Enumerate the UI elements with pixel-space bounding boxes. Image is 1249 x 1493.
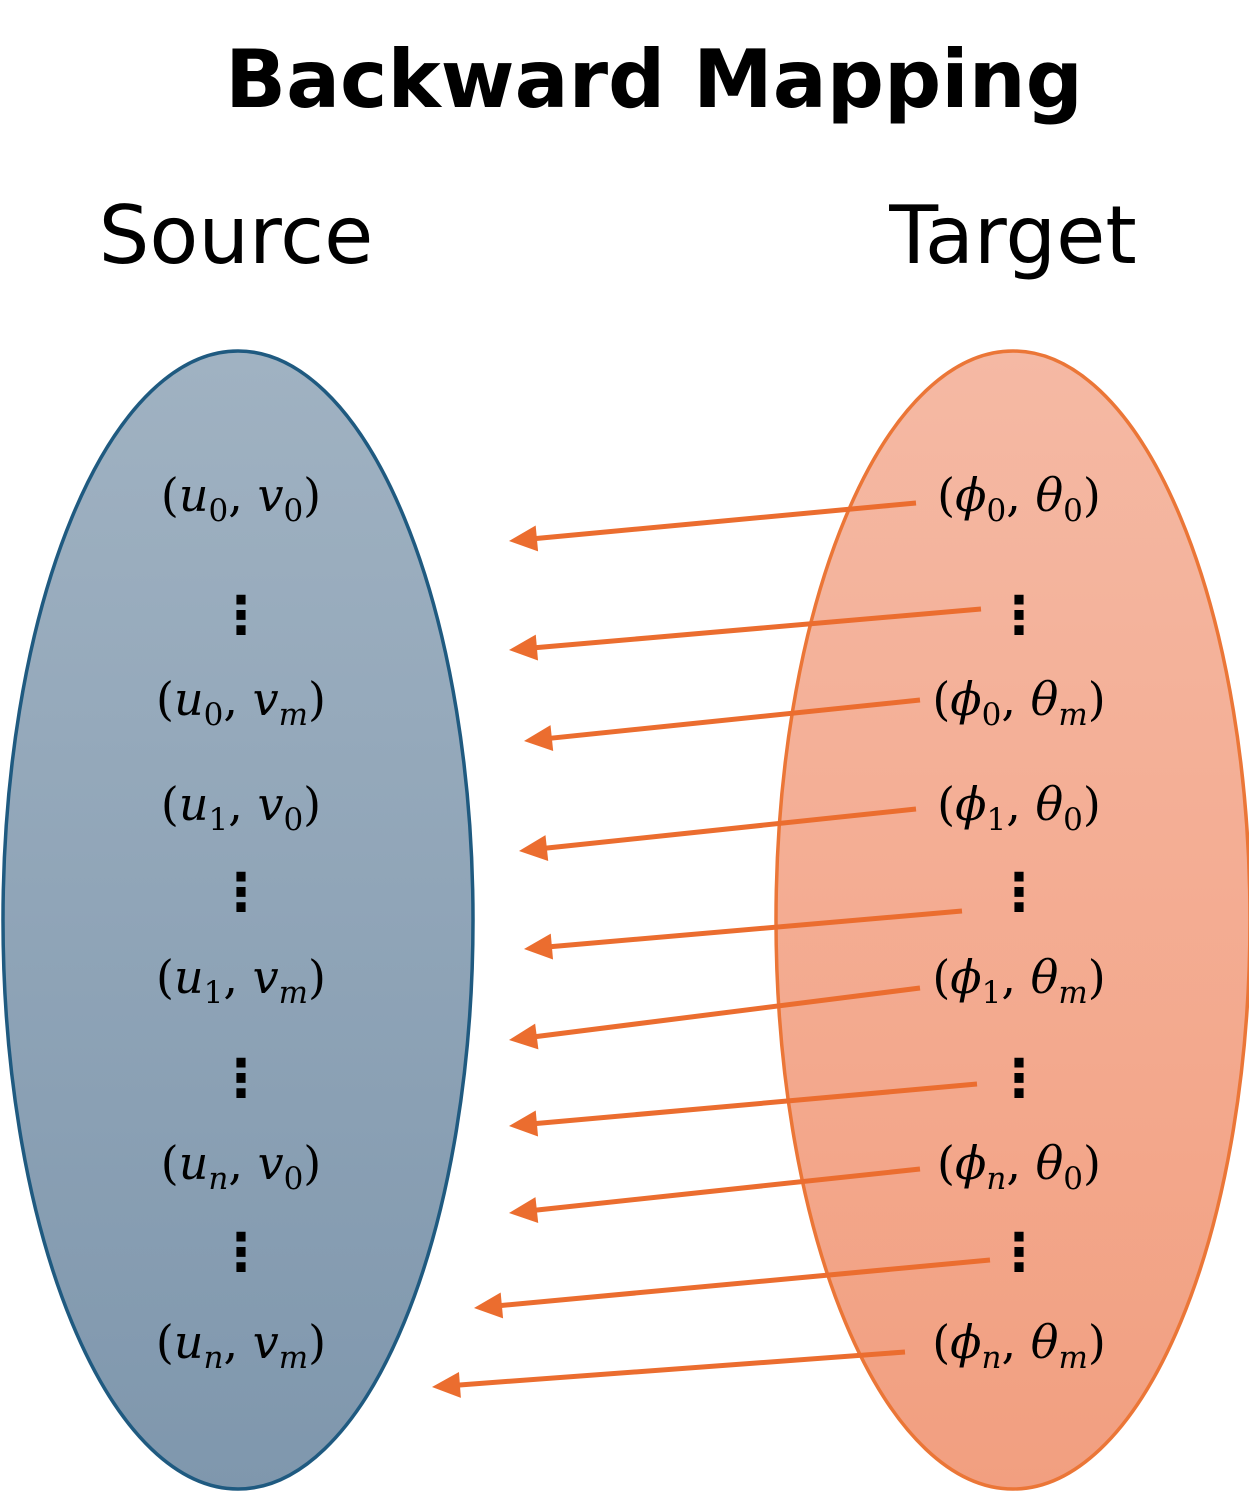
source-coordinate-9: (un, vm)	[156, 1315, 326, 1376]
source-items: (u0, v0) ⋮ (u0, vm) (u1, v0) ⋮ (u1, vm) ⋮ (un, …	[156, 468, 326, 1376]
source-coordinate-7: (un, v0)	[161, 1136, 322, 1197]
mapping-arrow-head-7	[509, 1197, 539, 1223]
source-label: Source	[99, 189, 374, 282]
target-coordinate-3: (ϕ1, θ0)	[937, 777, 1101, 838]
mapping-arrow-head-5	[509, 1023, 539, 1050]
target-coordinate-5: (ϕ1, θm)	[932, 950, 1105, 1011]
mapping-arrow-head-6	[509, 1110, 539, 1137]
mapping-arrow-line-2	[549, 697, 921, 741]
source-coordinate-2: (u0, vm)	[156, 672, 326, 733]
mapping-arrow-head-8	[474, 1292, 504, 1319]
target-coordinate-7: (ϕn, θ0)	[937, 1136, 1101, 1197]
source-coordinate-3: (u1, v0)	[161, 777, 321, 838]
target-ellipsis-1: ⋮	[993, 586, 1045, 646]
target-ellipsis-6: ⋮	[993, 1049, 1045, 1109]
source-coordinate-0: (u0, v0)	[161, 468, 321, 529]
mapping-arrow-line-6	[534, 1081, 978, 1127]
source-set-ellipse	[1, 349, 475, 1491]
mapping-arrow-line-3	[544, 806, 917, 851]
mapping-arrow-head-0	[509, 525, 539, 552]
mapping-arrow-line-1	[534, 606, 982, 651]
mapping-arrow-line-9	[457, 1349, 906, 1388]
mapping-arrow-line-8	[499, 1257, 991, 1309]
mapping-arrow-line-4	[549, 908, 963, 950]
target-items: (ϕ0, θ0) ⋮ (ϕ0, θm) (ϕ1, θ0) ⋮ (ϕ1, θm) ⋮ (ϕn, …	[932, 468, 1106, 1376]
mapping-arrow-line-0	[534, 500, 917, 542]
source-ellipsis-6: ⋮	[215, 1049, 267, 1109]
source-ellipsis-1: ⋮	[215, 586, 267, 646]
target-label: Target	[888, 189, 1137, 282]
source-ellipsis-8: ⋮	[215, 1223, 267, 1283]
mapping-arrow-line-5	[534, 985, 921, 1040]
mapping-arrow-head-2	[524, 725, 554, 752]
mapping-arrow-head-9	[432, 1371, 461, 1398]
mapping-arrows	[432, 500, 991, 1398]
diagram-title: Backward Mapping	[225, 33, 1083, 126]
target-coordinate-2: (ϕ0, θm)	[932, 672, 1105, 733]
target-coordinate-0: (ϕ0, θ0)	[937, 468, 1101, 529]
mapping-arrow-head-3	[519, 835, 549, 861]
target-coordinate-9: (ϕn, θm)	[932, 1315, 1106, 1376]
target-ellipsis-4: ⋮	[993, 863, 1045, 923]
source-ellipsis-4: ⋮	[215, 863, 267, 923]
target-ellipsis-8: ⋮	[993, 1223, 1045, 1283]
mapping-arrow-head-1	[509, 634, 539, 661]
target-set-ellipse	[774, 349, 1249, 1491]
source-coordinate-5: (u1, vm)	[156, 950, 326, 1011]
mapping-arrow-head-4	[524, 933, 554, 960]
mapping-arrow-line-7	[534, 1166, 921, 1213]
